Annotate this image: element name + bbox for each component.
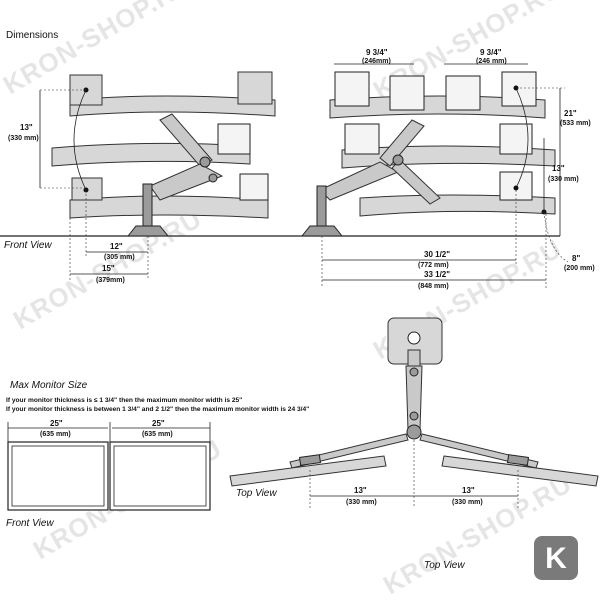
reach-arc — [73, 89, 87, 191]
clamp-base — [300, 225, 344, 237]
dim-label-mm: (330 mm) — [8, 135, 39, 142]
dim-label-mm: (330 mm) — [346, 499, 377, 506]
dim-label-mm: (635 mm) — [40, 431, 71, 438]
dim-label: 30 1/2" — [424, 250, 450, 259]
clamp-base — [126, 225, 170, 237]
arm-joint — [392, 154, 404, 166]
monitor-screen — [445, 75, 481, 111]
arm-link — [379, 119, 425, 167]
dim-label-mm: (533 mm) — [560, 120, 591, 127]
arm-joint — [208, 173, 218, 183]
arm-joint — [199, 156, 211, 168]
dim-label: 8" — [572, 254, 580, 263]
dim-label: 25" — [50, 419, 63, 428]
dim-label-mm: (848 mm) — [418, 283, 449, 290]
dim-label: 9 3/4" — [366, 48, 388, 57]
pole — [142, 183, 153, 231]
monitor-box — [237, 71, 273, 105]
arm-joint — [409, 367, 419, 377]
monitor-screen — [11, 445, 105, 507]
dim-label-mm: (635 mm) — [142, 431, 173, 438]
dim-label-mm: (200 mm) — [564, 265, 595, 272]
arm-link — [319, 161, 400, 201]
dim-label: 12" — [110, 242, 123, 251]
monitor-screen — [501, 71, 537, 107]
monitor-screen — [344, 123, 380, 155]
dim-label: 13" — [354, 486, 367, 495]
arc-point — [513, 185, 519, 191]
left-front-view: 13" (330 mm) 12" (305 mm) 15" (379mm) — [8, 71, 276, 284]
dim-label-mm: (246mm) — [362, 58, 391, 65]
monitor-mount — [407, 349, 421, 367]
top-monitor-bar — [69, 95, 276, 117]
arm-joint — [409, 411, 419, 421]
arm-link — [159, 113, 213, 167]
dim-label: 13" — [552, 164, 565, 173]
watermark: KRON-SHOP.RU — [378, 468, 577, 600]
brand-badge: K — [534, 536, 578, 580]
top-view-label-2: Top View — [424, 560, 465, 571]
lower-monitor-bar — [69, 195, 269, 219]
monitor-screen — [239, 173, 269, 201]
bracket — [298, 454, 322, 466]
dim-label-mm: (330 mm) — [452, 499, 483, 506]
dim-label-mm: (772 mm) — [418, 262, 449, 269]
max-monitor-title: Max Monitor Size — [10, 380, 88, 391]
monitor-screen — [217, 123, 251, 155]
dim-label: 13" — [462, 486, 475, 495]
note-line-2: If your monitor thickness is between 1 3… — [6, 406, 309, 413]
right-monitor-top — [441, 455, 599, 487]
top-view-label: Top View — [236, 488, 277, 499]
dim-label-mm: (330 mm) — [548, 176, 579, 183]
dim-label: 33 1/2" — [424, 270, 450, 279]
ext-curve — [543, 211, 569, 263]
dim-label-mm: (246 mm) — [476, 58, 507, 65]
arm-link — [391, 159, 441, 205]
dim-label: 15" — [102, 264, 115, 273]
bracket — [506, 454, 530, 466]
dim-label: 13" — [20, 123, 33, 132]
front-view-label-2: Front View — [6, 518, 54, 529]
note-line-1: If your monitor thickness is ≤ 1 3/4" th… — [6, 397, 242, 404]
left-monitor-top — [229, 455, 387, 487]
monitor-screen — [334, 71, 370, 107]
dim-label-mm: (305 mm) — [104, 254, 135, 261]
max-monitor-size: Max Monitor Size If your monitor thickne… — [6, 380, 309, 529]
dim-label-mm: (379mm) — [96, 277, 125, 284]
monitor-screen — [113, 445, 207, 507]
arm-link — [149, 163, 224, 201]
monitor-screen — [499, 123, 533, 155]
pole — [316, 185, 327, 231]
reach-arc — [515, 87, 529, 189]
dim-label: 21" — [564, 109, 577, 118]
top-view: 13" (330 mm) 13" (330 mm) Top View Top V… — [229, 317, 599, 571]
right-front-view: 9 3/4" (246mm) 9 3/4" (246 mm) 21" (533 … — [300, 48, 595, 290]
mount-point — [407, 331, 421, 345]
badge-background — [534, 536, 578, 580]
monitor-screen — [389, 75, 425, 111]
front-view-label: Front View — [4, 240, 52, 251]
pivot-joint — [406, 424, 422, 440]
dim-label: 25" — [152, 419, 165, 428]
dim-label: 9 3/4" — [480, 48, 502, 57]
dimensions-title: Dimensions — [6, 30, 58, 41]
badge-letter: K — [545, 542, 567, 575]
